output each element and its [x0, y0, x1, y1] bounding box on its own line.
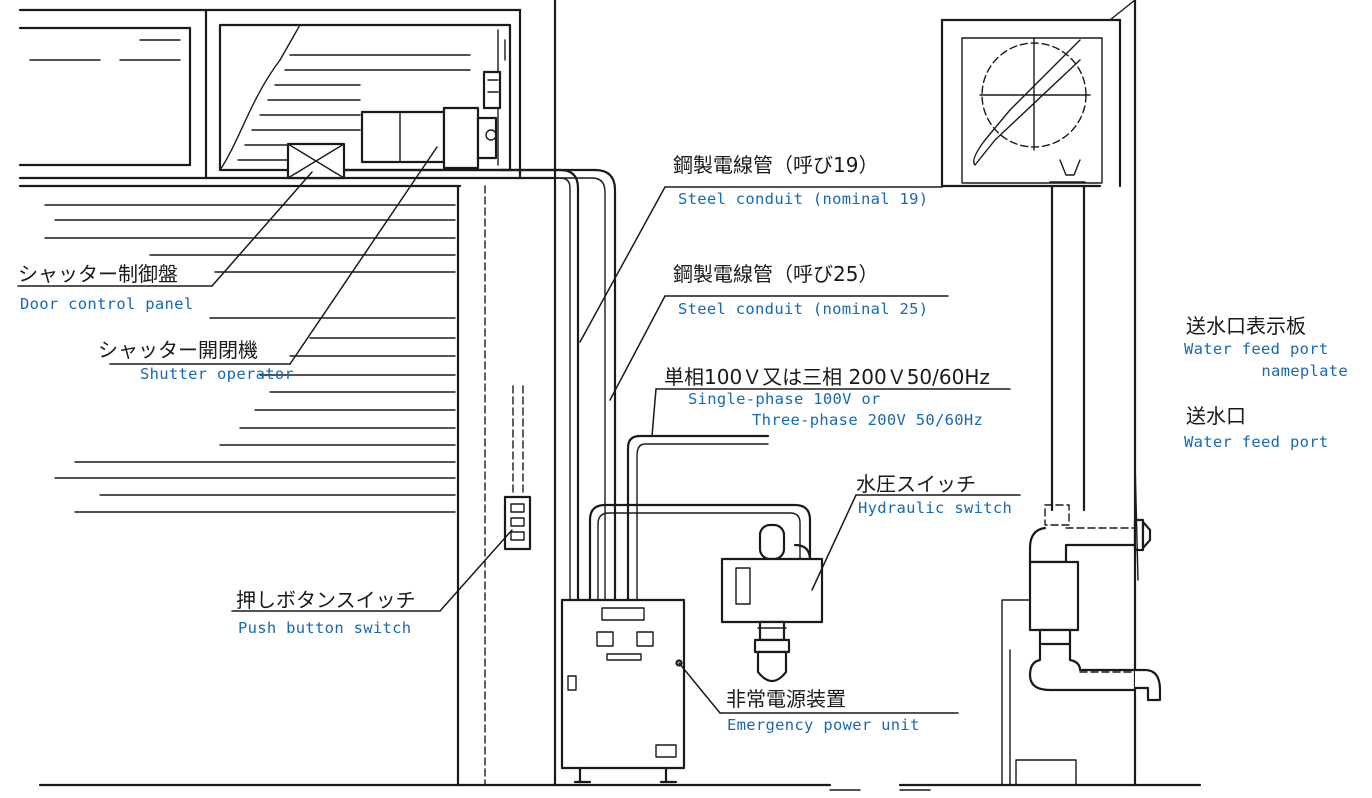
transom-window [18, 26, 192, 167]
steel-conduit-25-en-label: Steel conduit (nominal 25) [678, 300, 929, 318]
push-button-switch-box [503, 495, 532, 551]
emergency-power-unit-jp-label: 非常電源装置 [726, 687, 846, 711]
water-feed-port-nameplate-jp-label: 送水口表示板 [1186, 314, 1306, 338]
shutter-operator-unit [360, 70, 502, 170]
guide-rail [484, 185, 524, 786]
hydraulic-switch-en-label: Hydraulic switch [858, 499, 1013, 517]
water-feed-port-jp-label: 送水口 [1186, 404, 1246, 428]
steel-conduit-19-jp-label: 鋼製電線管（呼び19） [673, 153, 879, 177]
shutter-operator-jp-label: シャッター開閉機 [98, 338, 258, 362]
building-structure [18, 0, 1202, 791]
emergency-power-unit-en-label: Emergency power unit [727, 716, 920, 734]
emergency-power-unit-box [560, 598, 686, 784]
water-feed-port-en-label: Water feed port [1184, 433, 1329, 451]
push-button-switch-jp-label: 押しボタンスイッチ [236, 588, 416, 612]
door-control-panel-jp-label: シャッター制御盤 [18, 262, 178, 286]
hydraulic-switch-unit [720, 523, 824, 683]
right-room-structure [940, 0, 1136, 512]
standpipe-assembly [1001, 459, 1162, 786]
hydraulic-switch-jp-label: 水圧スイッチ [856, 472, 976, 496]
steel-conduit-19-en-label: Steel conduit (nominal 19) [678, 190, 929, 208]
water-feed-port-nameplate-en-line1: Water feed port [1184, 340, 1329, 358]
water-feed-port-nameplate-en-line2: nameplate [1261, 362, 1348, 380]
door-control-panel-box [286, 142, 346, 180]
shutter-operator-en-label: Shutter operator [140, 365, 295, 383]
power-supply-jp-label: 単相100Ｖ又は三相 200Ｖ50/60Hz [664, 365, 990, 389]
door-control-panel-en-label: Door control panel [20, 295, 194, 313]
push-button-switch-en-label: Push button switch [238, 619, 412, 637]
shutter-slats [44, 204, 456, 513]
leader-lines [17, 146, 1021, 714]
power-supply-en-line1: Single-phase 100V or [688, 390, 881, 408]
power-supply-en-line2: Three-phase 200V 50/60Hz [752, 411, 984, 429]
steel-conduit-25-jp-label: 鋼製電線管（呼び25） [673, 262, 879, 286]
conduits [342, 168, 812, 602]
